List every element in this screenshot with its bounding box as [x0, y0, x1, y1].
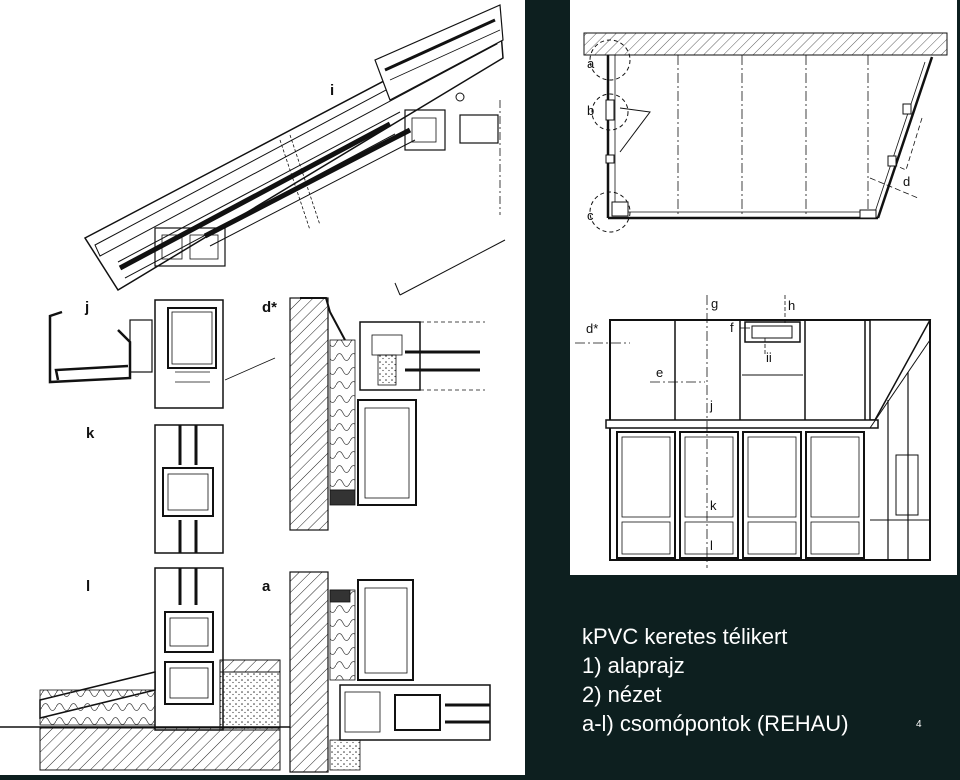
- masonry-wall-upper: [289, 297, 346, 531]
- view-label-ii: ii: [766, 350, 772, 365]
- front-elevation: [575, 295, 932, 568]
- sill-floor-section: [0, 659, 290, 771]
- caption-block: kPVC keretes télikert 1) alaprajz 2) néz…: [582, 622, 849, 738]
- detail-drawing: i j d* k l a: [0, 4, 506, 773]
- label-l: l: [86, 578, 90, 595]
- view-label-k: k: [710, 498, 717, 513]
- plan-label-c: c: [587, 208, 594, 223]
- plan-label-d: d: [903, 174, 910, 189]
- plan-label-b: b: [587, 103, 594, 118]
- view-label-l: l: [710, 538, 713, 553]
- view-label-h: h: [788, 298, 795, 313]
- caption-item-view: 2) nézet: [582, 682, 662, 707]
- label-d-star: d*: [262, 299, 277, 316]
- caption-item-plan: 1) alaprajz: [582, 653, 685, 678]
- vertical-frame-column: [129, 299, 224, 731]
- plan-elevation-drawing: a b c d: [575, 32, 948, 568]
- floor-plan: [583, 32, 948, 233]
- plan-label-a: a: [587, 56, 595, 71]
- wall-connection-detail: [329, 321, 485, 506]
- base-connection-detail: [329, 579, 491, 771]
- view-label-j: j: [709, 398, 713, 413]
- plan-and-elevation-panel: a b c d: [570, 0, 957, 575]
- caption-title: kPVC keretes télikert: [582, 624, 788, 649]
- masonry-wall-lower: [289, 571, 329, 773]
- view-label-f: f: [730, 320, 734, 335]
- roof-glazing-section: [83, 4, 506, 381]
- gutter-profile: [48, 310, 132, 384]
- label-i: i: [330, 82, 334, 99]
- caption-item-details: a-l) csomópontok (REHAU): [582, 711, 849, 736]
- label-j: j: [84, 299, 89, 316]
- page-number: 4: [916, 719, 922, 730]
- view-label-g: g: [711, 296, 718, 311]
- label-a: a: [262, 578, 271, 595]
- view-label-e: e: [656, 365, 663, 380]
- label-k: k: [86, 425, 95, 442]
- view-label-d-star: d*: [586, 321, 598, 336]
- detail-drawing-panel: i j d* k l a: [0, 0, 525, 775]
